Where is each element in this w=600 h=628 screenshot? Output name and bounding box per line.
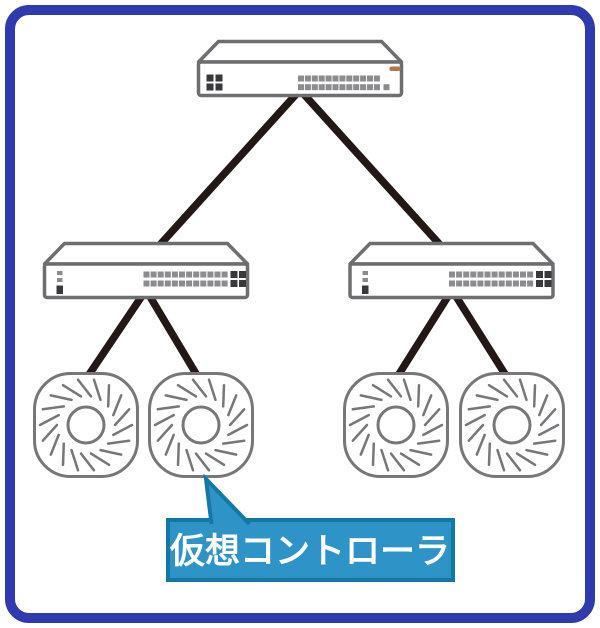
edge-switch-right-ports bbox=[449, 271, 552, 287]
core-switch-ports bbox=[298, 75, 390, 91]
ap-2-icon bbox=[148, 372, 254, 478]
edge-switch-left-icon bbox=[42, 241, 250, 300]
core-switch-led bbox=[389, 66, 401, 71]
callout-box bbox=[166, 518, 455, 582]
edge-switch-right-icon bbox=[348, 241, 555, 300]
ap-1-icon bbox=[33, 372, 139, 478]
diagram-frame bbox=[5, 5, 595, 623]
link-core-to-edges bbox=[145, 84, 455, 261]
link-edge-left-to-aps bbox=[80, 283, 205, 385]
link-edge-right-to-aps bbox=[390, 282, 514, 384]
core-switch-icon bbox=[196, 39, 404, 98]
virtual-controller-callout: 仮想コントローラ bbox=[166, 473, 455, 582]
callout-label: 仮想コントローラ bbox=[169, 532, 450, 571]
ap-3-icon bbox=[343, 372, 449, 478]
edge-switch-left-ports bbox=[143, 271, 246, 287]
ap-4-icon bbox=[459, 372, 565, 478]
core-switch-top-face bbox=[196, 39, 404, 64]
